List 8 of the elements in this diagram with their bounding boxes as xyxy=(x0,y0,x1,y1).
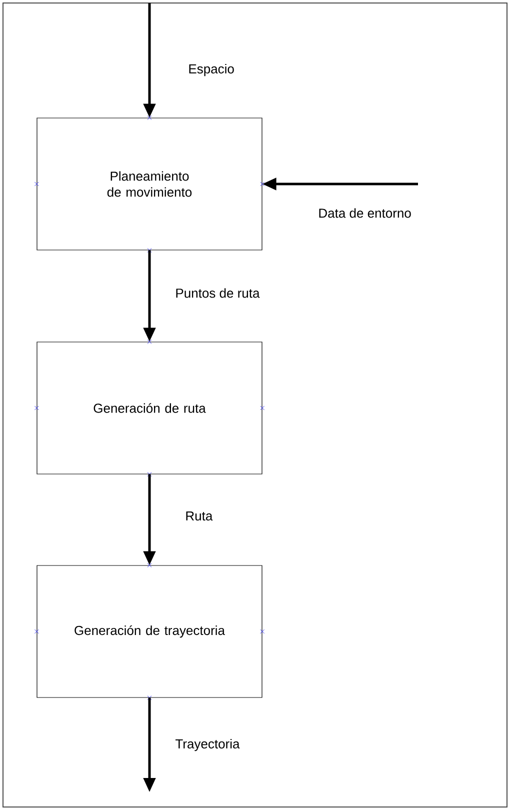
edge-label: Data de entorno xyxy=(319,208,411,218)
process-box: Planeamiento de movimiento xyxy=(36,118,262,250)
edge-label: Trayectoria xyxy=(176,738,240,752)
edge-label: Ruta xyxy=(186,511,213,521)
edge-label: Espacio xyxy=(189,64,234,76)
process-box: Generación de ruta xyxy=(36,342,262,474)
process-box: Generación de trayectoria xyxy=(36,565,262,698)
edge-label: Puntos de ruta xyxy=(176,288,260,298)
